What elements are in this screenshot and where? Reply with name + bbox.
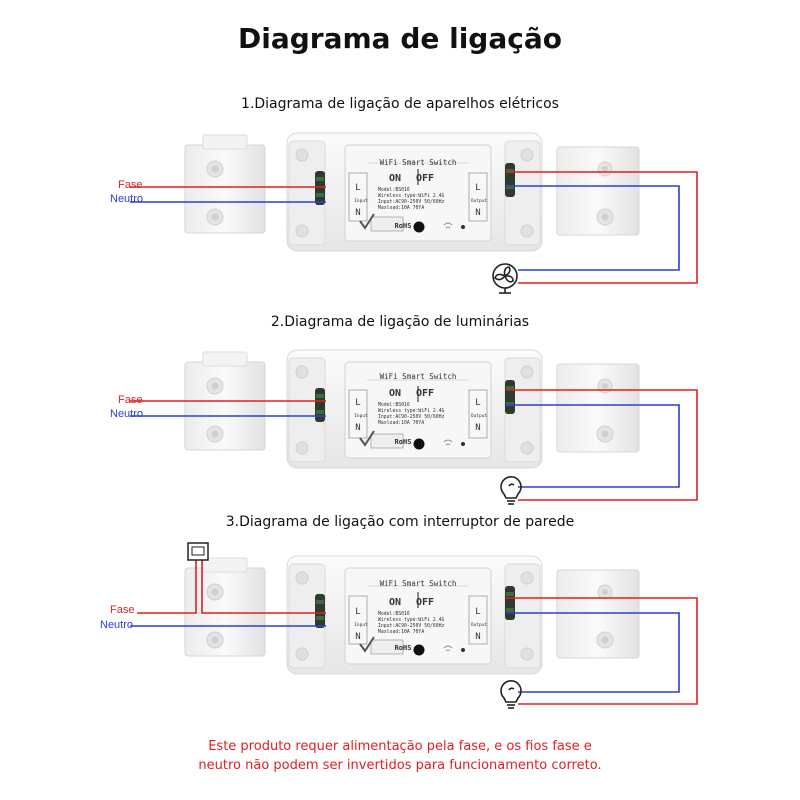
device-module-3 (184, 555, 640, 675)
device-input: Input (354, 198, 368, 204)
device-spec-1: Wireless type:WiFi 2.4G (378, 408, 445, 414)
device-n-out: N (475, 632, 480, 642)
footer-line-2: neutro não podem ser invertidos para fun… (198, 758, 602, 773)
device-on: ON (389, 173, 401, 184)
footer-line-1: Este produto requer alimentação pela fas… (208, 739, 592, 754)
device-n-in: N (355, 632, 360, 642)
device-l-out: L (475, 183, 480, 193)
device-rohs: RoHS (395, 222, 412, 230)
device-n-in: N (355, 423, 360, 433)
section-1-title: 1.Diagrama de ligação de aparelhos elétr… (241, 96, 559, 112)
device-on: ON (389, 597, 401, 608)
device-spec-3: Maxload:10A 70YA (378, 629, 424, 635)
footer-note: Este produto requer alimentação pela fas… (0, 737, 800, 775)
device-off: OFF (416, 388, 434, 399)
device-n-out: N (475, 208, 480, 218)
device-input: Input (354, 622, 368, 628)
device-label-3: WiFi Smart Switch ON OFF L N Input L N O… (354, 579, 487, 652)
device-rohs: RoHS (395, 438, 412, 446)
device-l-in: L (355, 398, 360, 408)
device-module-1 (184, 132, 640, 252)
device-spec-1: Wireless type:WiFi 2.4G (378, 617, 445, 623)
bulb-icon (500, 476, 522, 505)
device-input: Input (354, 413, 368, 419)
wall-switch-icon (187, 542, 209, 561)
device-spec-2: Input:AC90-250V 50/60Hz (378, 623, 445, 629)
fan-icon (492, 263, 518, 294)
wires-2 (130, 389, 698, 501)
device-off: OFF (416, 597, 434, 608)
device-l-in: L (355, 607, 360, 617)
device-spec-1: Wireless type:WiFi 2.4G (378, 193, 445, 199)
device-n-out: N (475, 423, 480, 433)
device-output: Output (471, 622, 488, 628)
device-spec-2: Input:AC90-250V 50/60Hz (378, 199, 445, 205)
device-spec-3: Maxload:10A 70YA (378, 420, 424, 426)
wires-3 (130, 560, 698, 705)
device-l-out: L (475, 398, 480, 408)
device-label-2: WiFi Smart Switch ON OFF L N Input L N O… (354, 372, 487, 446)
page-title: Diagrama de ligação (238, 22, 562, 55)
device-label-1: WiFi Smart Switch ON OFF L N Input L N O… (354, 158, 487, 230)
neutro-label-3: Neutro (100, 619, 134, 631)
device-off: OFF (416, 173, 434, 184)
section-2-title: 2.Diagrama de ligação de luminárias (270, 314, 530, 330)
device-spec-0: Model:BS016 (378, 187, 410, 193)
device-name: WiFi Smart Switch (380, 579, 457, 588)
device-n-in: N (355, 208, 360, 218)
section-3-title: 3.Diagrama de ligação com interruptor de… (225, 514, 575, 530)
bulb-icon (500, 680, 522, 709)
device-name: WiFi Smart Switch (380, 372, 457, 381)
wires-1 (130, 171, 698, 284)
device-output: Output (471, 198, 488, 204)
device-l-out: L (475, 607, 480, 617)
device-spec-0: Model:BS016 (378, 402, 410, 408)
fase-label-3: Fase (110, 604, 135, 616)
device-output: Output (471, 413, 488, 419)
device-name: WiFi Smart Switch (380, 158, 457, 167)
fase-label-1: Fase (118, 179, 143, 191)
device-spec-0: Model:BS016 (378, 611, 410, 617)
device-on: ON (389, 388, 401, 399)
neutro-label-2: Neutro (110, 408, 144, 420)
device-rohs: RoHS (395, 644, 412, 652)
fase-label-2: Fase (118, 394, 143, 406)
device-l-in: L (355, 183, 360, 193)
device-spec-2: Input:AC90-250V 50/60Hz (378, 414, 445, 420)
device-spec-3: Maxload:10A 70YA (378, 205, 424, 211)
